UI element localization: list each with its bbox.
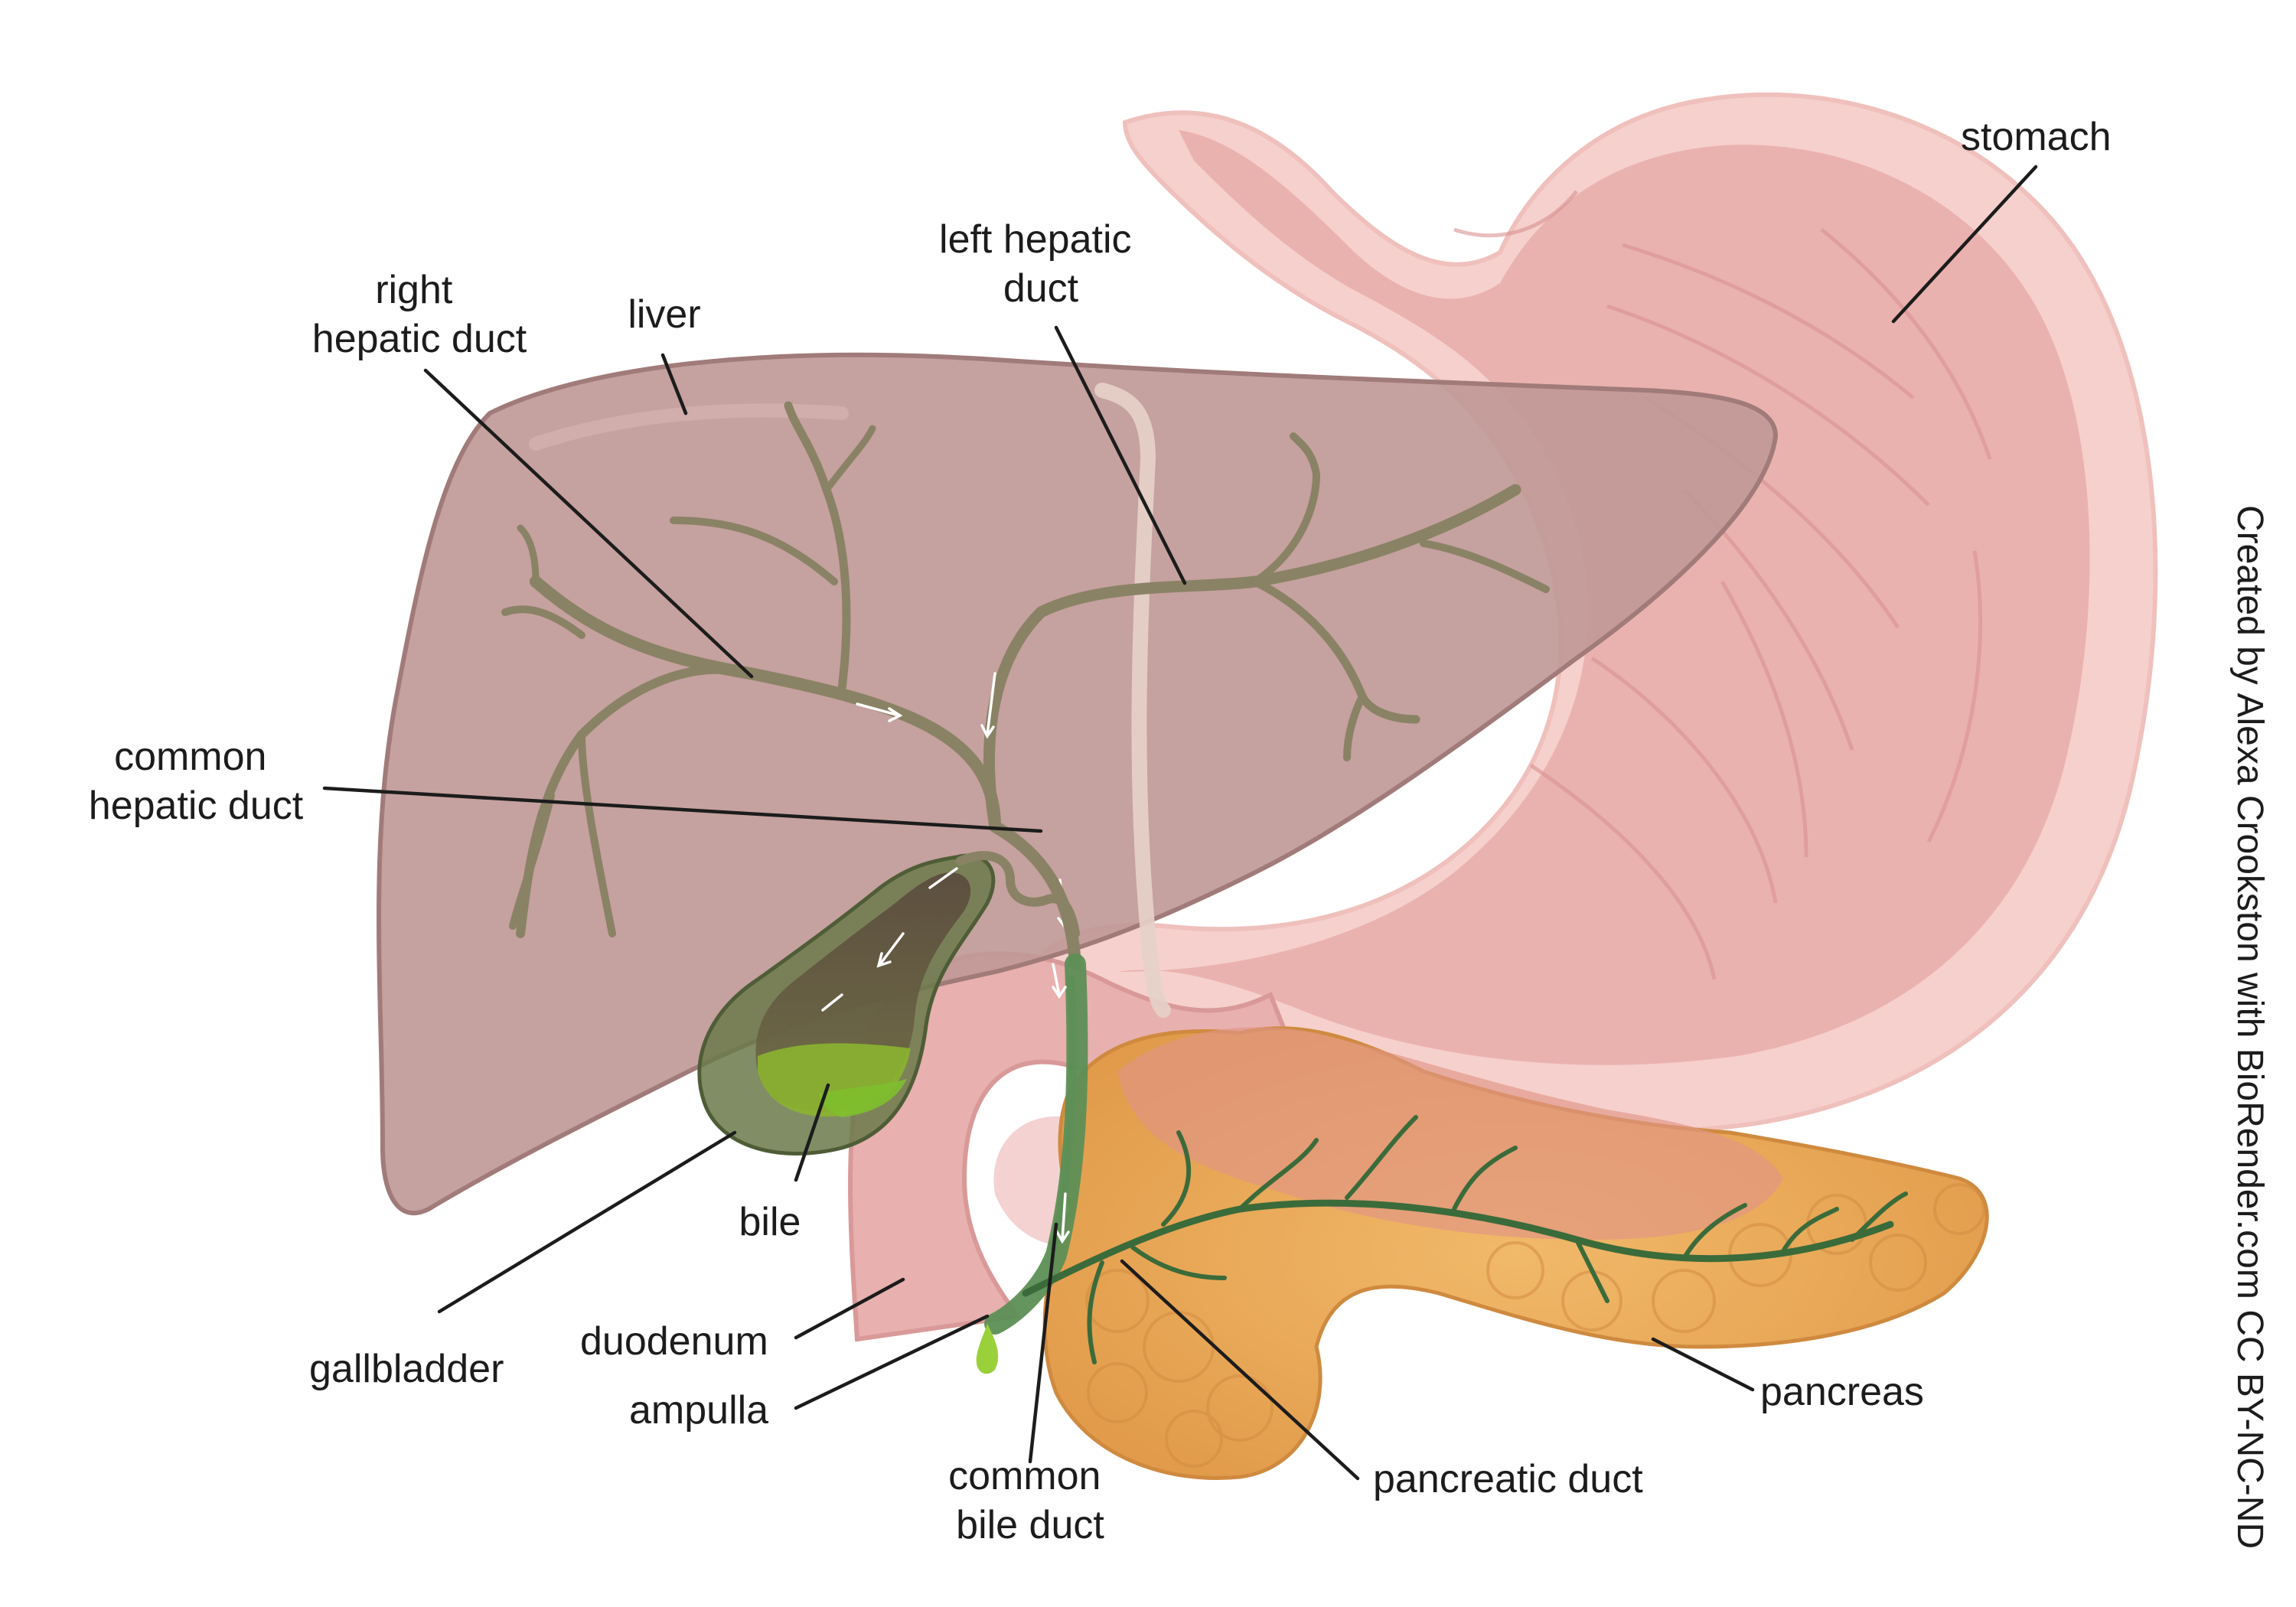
- label-pancreas: pancreas: [1760, 1370, 1924, 1414]
- label-common-bile-duct-line2: bile duct: [956, 1503, 1104, 1547]
- label-duodenum: duodenum: [580, 1319, 768, 1364]
- label-right-hepatic-duct: right hepatic duct: [312, 268, 527, 361]
- label-left-hepatic-duct-line2: duct: [1003, 266, 1079, 311]
- label-pancreatic-duct: pancreatic duct: [1373, 1457, 1643, 1501]
- label-liver: liver: [628, 292, 700, 337]
- label-right-hepatic-duct-line2: hepatic duct: [312, 317, 527, 361]
- label-bile: bile: [739, 1200, 801, 1244]
- credit-text: Created by Alexa Crookston with BioRende…: [2229, 505, 2270, 1549]
- label-common-bile-duct: common bile duct: [948, 1454, 1112, 1547]
- label-left-hepatic-duct: left hepatic duct: [939, 217, 1143, 311]
- label-ampulla: ampulla: [629, 1388, 768, 1433]
- label-common-hepatic-duct-line1: common: [114, 735, 266, 779]
- label-stomach: stomach: [1961, 115, 2112, 159]
- label-right-hepatic-duct-line1: right: [375, 268, 453, 312]
- label-gallbladder: gallbladder: [309, 1347, 504, 1391]
- label-common-hepatic-duct: common hepatic duct: [89, 735, 304, 828]
- label-left-hepatic-duct-line1: left hepatic: [939, 217, 1132, 262]
- label-common-bile-duct-line1: common: [948, 1454, 1101, 1498]
- label-common-hepatic-duct-line2: hepatic duct: [89, 784, 304, 828]
